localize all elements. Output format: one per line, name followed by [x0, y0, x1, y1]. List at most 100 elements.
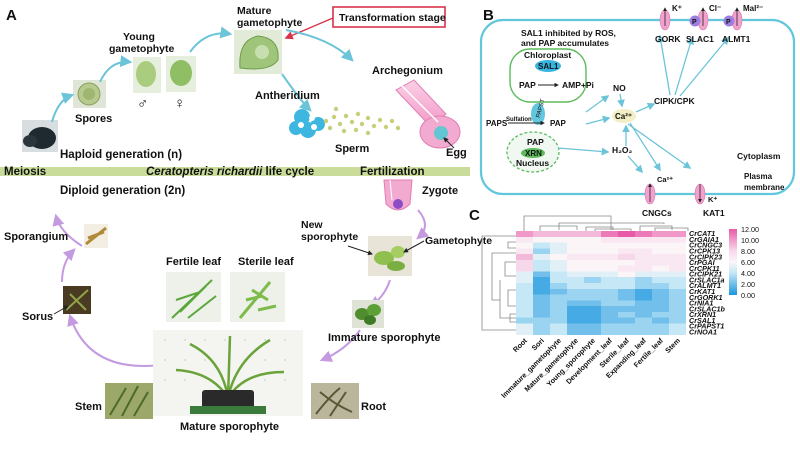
heatmap-cell — [669, 242, 687, 249]
h2o2-label: H₂O₂ — [612, 145, 633, 155]
heatmap-cell — [584, 271, 602, 278]
heatmap-cell — [550, 323, 568, 330]
heatmap-cell — [618, 300, 636, 307]
kat1-label: KAT1 — [703, 208, 725, 218]
heatmap-cell — [584, 288, 602, 295]
gork-ion-label: K⁺ — [672, 4, 682, 13]
species-name: Ceratopteris richardii — [146, 166, 263, 178]
heatmap-cell — [567, 242, 585, 249]
heatmap-cell — [584, 283, 602, 289]
heatmap-cell — [601, 323, 619, 330]
heatmap-cell — [584, 259, 602, 266]
sterile-leaf-photo — [230, 272, 285, 322]
heatmap-cell — [618, 294, 636, 301]
heatmap-cell — [550, 277, 568, 284]
heatmap-cell — [669, 288, 687, 295]
slac1-ion-label: Cl⁻ — [709, 4, 721, 13]
heatmap-cell — [669, 317, 687, 324]
heatmap-cell — [601, 306, 619, 313]
heatmap-cell — [550, 317, 568, 324]
no-label: NO — [613, 83, 626, 93]
cell-membrane — [479, 18, 796, 196]
heatmap-cell — [533, 283, 551, 289]
heatmap-cell — [618, 259, 636, 266]
egg-label: Egg — [446, 147, 467, 159]
heatmap-cell — [618, 317, 636, 324]
heatmap-cell — [669, 259, 687, 266]
male-gametophyte-photo — [133, 57, 161, 93]
heatmap-cell — [652, 300, 670, 307]
almt1-label: ALMT1 — [722, 34, 751, 44]
gametophyte-label: Gametophyte — [425, 235, 492, 247]
heatmap-cell — [669, 236, 687, 243]
heatmap-cell — [533, 271, 551, 278]
heatmap-cell — [516, 265, 534, 272]
mature-gametophyte-label-2: gametophyte — [237, 17, 303, 29]
new-sporophyte-pointer — [347, 245, 373, 256]
heatmap-column-label: Root — [511, 336, 529, 354]
stem-label: Stem — [75, 401, 102, 413]
heatmap-cell — [533, 306, 551, 313]
heatmap-cell — [635, 236, 653, 243]
heatmap-cell — [584, 277, 602, 284]
life-cycle-suffix: life cycle — [262, 166, 314, 178]
heatmap-cell — [601, 294, 619, 301]
sal1-header-1: SAL1 inhibited by ROS, — [521, 28, 616, 38]
heatmap-cell — [635, 259, 653, 266]
new-sporophyte-label-2: sporophyte — [301, 231, 358, 243]
heatmap-cell — [567, 317, 585, 324]
heatmap-cell — [533, 311, 551, 318]
heatmap-cell — [516, 259, 534, 266]
transformation-arrow — [284, 17, 334, 40]
heatmap-row-label: CrXRN1 — [689, 310, 716, 319]
kat1-channel — [694, 183, 706, 205]
meiosis-label: Meiosis — [4, 166, 46, 178]
female-symbol: ♀ — [174, 95, 185, 112]
heatmap-cell — [533, 265, 551, 272]
heatmap-cell — [584, 306, 602, 313]
heatmap-cell — [567, 300, 585, 307]
heatmap-cell — [567, 277, 585, 284]
panel-c-label: C — [469, 207, 480, 224]
heatmap-cell — [516, 248, 534, 255]
new-sporophyte-label: New — [301, 219, 323, 231]
heatmap-cell — [567, 231, 585, 237]
heatmap-cell — [618, 277, 636, 284]
heatmap-cell — [635, 242, 653, 249]
heatmap-cell — [652, 259, 670, 266]
pap-chloroplast-label: PAP — [519, 80, 536, 90]
arrow-immature — [319, 329, 361, 362]
fertile-leaf-photo — [166, 272, 221, 322]
row-dendrogram — [481, 235, 516, 331]
heatmap-cell — [618, 329, 636, 336]
kat1-ion-label: K⁺ — [708, 195, 717, 204]
heatmap-cell — [516, 288, 534, 295]
heatmap-cell — [533, 259, 551, 266]
heatmap-cell — [601, 231, 619, 237]
heatmap-cell — [635, 306, 653, 313]
calcium-label: Ca²⁺ — [615, 112, 632, 121]
stem-photo — [105, 383, 153, 419]
heatmap-cell — [550, 231, 568, 237]
diploid-label: Diploid generation (2n) — [60, 185, 185, 197]
heatmap-cell — [516, 294, 534, 301]
heatmap-cell — [669, 265, 687, 272]
heatmap-cell — [567, 236, 585, 243]
calcium-node — [612, 109, 636, 123]
heatmap-cell — [601, 300, 619, 307]
heatmap-cell — [618, 323, 636, 330]
sorus-label: Sorus — [22, 311, 53, 323]
heatmap-row-label: CrSAL1 — [689, 316, 715, 325]
colorbar — [729, 229, 737, 295]
panel-c: C CrCAT1CrGAIA1CrCNGC3CrCPK13CrCIPK23CrP… — [469, 207, 759, 400]
heatmap-cell — [669, 248, 687, 255]
amp-label: AMP+Pi — [562, 80, 594, 90]
heatmap-cell — [584, 300, 602, 307]
sporangium-photo — [84, 224, 108, 248]
heatmap-cell — [584, 248, 602, 255]
heatmap-row-label: CrCPK13 — [689, 247, 720, 256]
heatmap-cell — [584, 323, 602, 330]
heatmap-cell — [618, 283, 636, 289]
